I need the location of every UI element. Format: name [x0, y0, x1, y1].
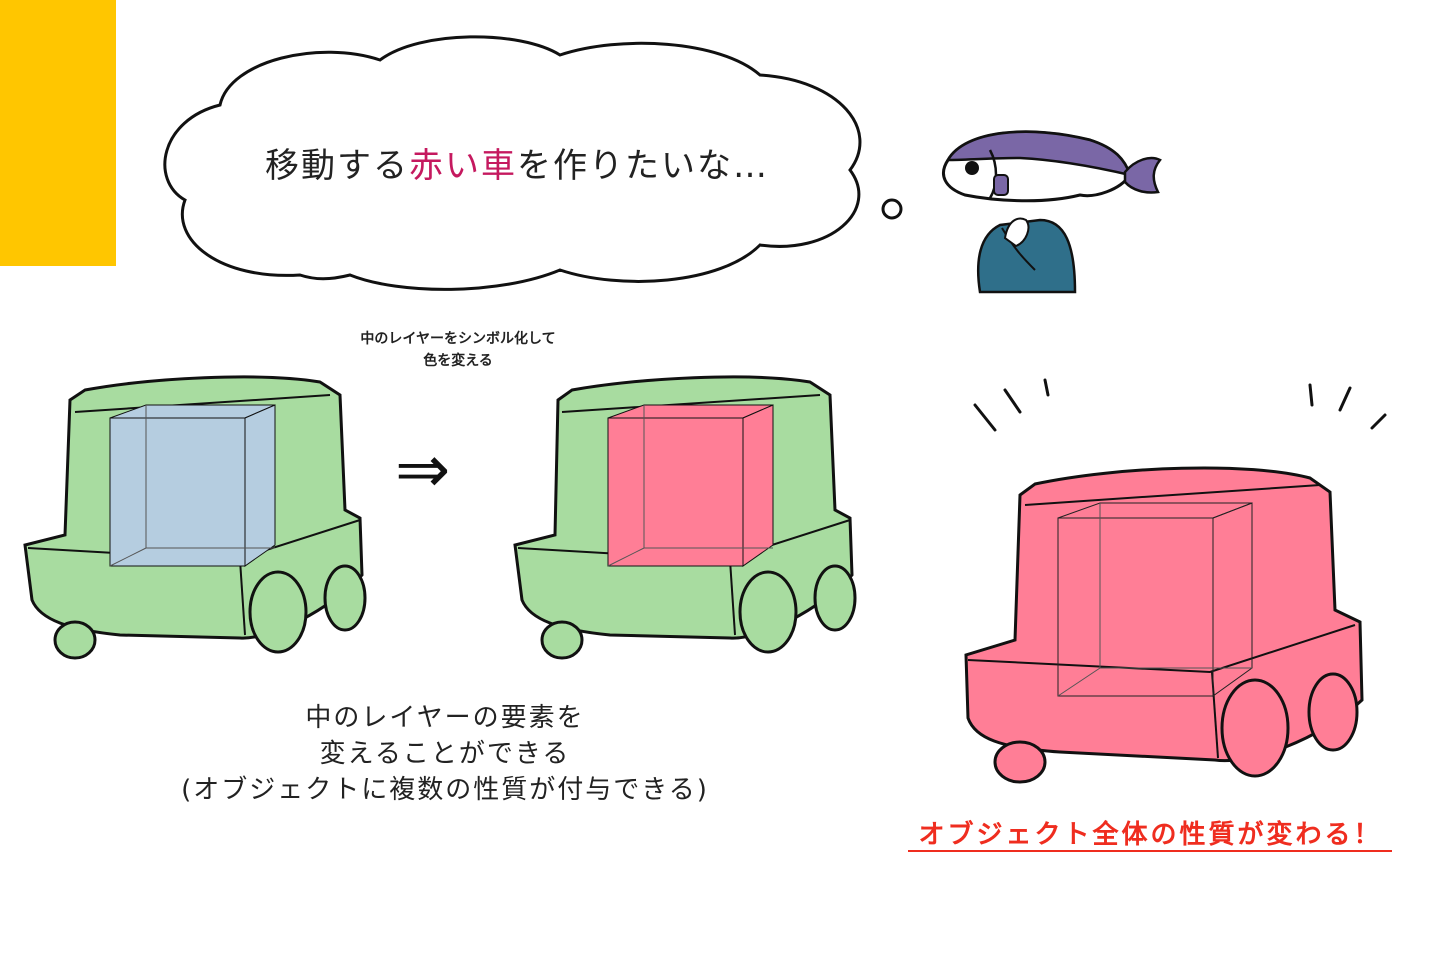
excitement-marks-icon — [975, 380, 1385, 430]
caption-line-3: (オブジェクトに複数の性質が付与できる) — [120, 772, 770, 808]
caption-line-2: 変えることができる — [120, 736, 770, 772]
caption-line-1: 中のレイヤーの要素を — [120, 700, 770, 736]
result-caption-underline — [908, 850, 1392, 852]
result-caption: オブジェクト全体の性質が変わる！ — [908, 814, 1393, 851]
explanation-caption: 中のレイヤーの要素を 変えることができる (オブジェクトに複数の性質が付与できる… — [120, 700, 770, 808]
transform-arrow-icon: ⇒ — [395, 432, 490, 508]
